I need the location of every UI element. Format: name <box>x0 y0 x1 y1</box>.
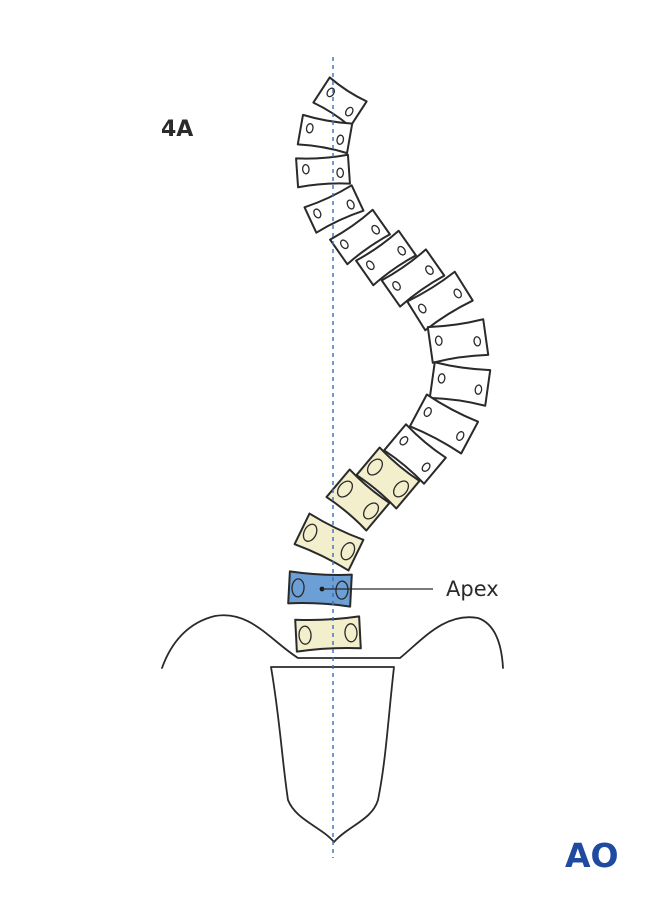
vertebra-body <box>329 208 391 266</box>
vertebra-body <box>383 423 447 485</box>
vertebra <box>303 184 365 234</box>
vertebra <box>408 393 480 455</box>
pedicle-oval <box>392 281 401 291</box>
pedicle-oval <box>298 625 312 645</box>
pedicle-oval <box>301 163 310 175</box>
pedicle-oval <box>425 265 434 275</box>
vertebra-body <box>293 512 365 572</box>
vertebra-body <box>355 446 421 510</box>
pedicle-oval <box>339 239 349 250</box>
pedicle-oval <box>305 123 314 134</box>
vertebra-body <box>428 361 492 407</box>
pedicle-oval <box>336 134 345 145</box>
pedicle-oval <box>336 480 354 498</box>
vertebra-body <box>426 318 490 364</box>
vertebra-body <box>295 153 351 189</box>
apex-label: Apex <box>446 577 499 601</box>
vertebra <box>296 113 354 155</box>
vertebra <box>406 270 474 332</box>
vertebra <box>380 248 446 308</box>
pedicle-oval <box>421 462 431 472</box>
pedicle-oval <box>366 458 384 476</box>
pedicle-oval <box>473 336 482 347</box>
pedicle-oval <box>326 87 336 98</box>
pedicle-oval <box>423 406 432 417</box>
pedicle-oval <box>453 288 463 299</box>
vertebra-body <box>408 393 480 455</box>
vertebra <box>294 615 362 653</box>
pedicle-oval <box>362 502 380 520</box>
spine <box>287 76 492 653</box>
vertebra <box>383 423 447 485</box>
pedicle-oval <box>474 384 483 395</box>
pedicle-oval <box>335 580 349 600</box>
vertebra-body <box>294 615 362 653</box>
pedicle-oval <box>437 373 446 384</box>
vertebra-body <box>303 184 365 234</box>
pedicle-oval <box>340 542 356 561</box>
vertebra-body <box>325 468 391 532</box>
pedicle-oval <box>371 224 381 235</box>
ao-logo: AO <box>565 836 619 875</box>
pedicle-oval <box>346 199 355 210</box>
vertebra <box>426 318 490 364</box>
pedicle-oval <box>456 431 465 442</box>
vertebra <box>295 153 351 189</box>
vertebra <box>325 468 391 532</box>
vertebra <box>293 512 365 572</box>
pedicle-oval <box>302 523 318 542</box>
pedicle-oval <box>344 623 358 643</box>
pedicle-oval <box>365 260 375 271</box>
vertebra <box>329 208 391 266</box>
vertebra-body <box>406 270 474 332</box>
vertebra-body <box>355 229 417 287</box>
pedicle-oval <box>392 480 410 498</box>
figure-label: 4A <box>161 117 193 142</box>
pedicle-oval <box>291 578 305 598</box>
vertebra <box>428 361 492 407</box>
pedicle-oval <box>336 167 345 179</box>
pedicle-oval <box>434 335 443 346</box>
pedicle-oval <box>399 436 409 446</box>
pedicle-oval <box>397 245 407 256</box>
vertebra-body <box>380 248 446 308</box>
pedicle-oval <box>313 208 322 219</box>
pedicle-oval <box>417 303 427 314</box>
pedicle-oval <box>344 106 354 117</box>
vertebra <box>355 446 421 510</box>
pelvis-iliac-wings <box>161 614 504 669</box>
vertebra <box>355 229 417 287</box>
